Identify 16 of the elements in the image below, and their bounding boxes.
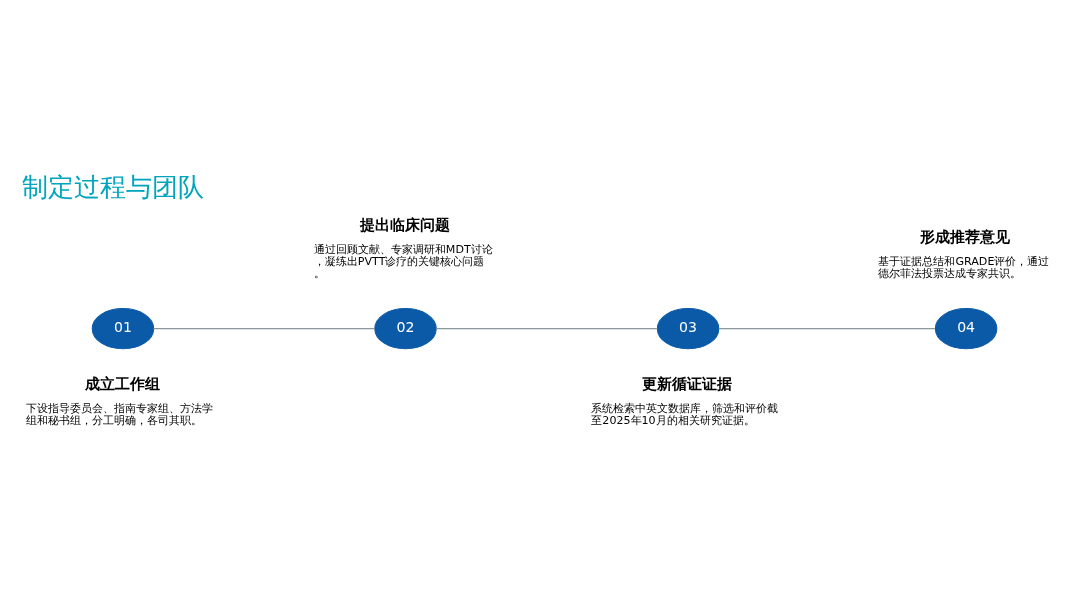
node-ellipse: 04: [934, 308, 998, 350]
connector: [153, 328, 376, 330]
node-label: 更新循证证据: [642, 375, 733, 394]
node-label: 基于证据总结和GRADE评价，通过德尔菲法投票达成专家共识。: [878, 255, 1050, 281]
node-label: 系统检索中英文数据库，筛选和评价截至2025年10月的相关研究证据。: [591, 402, 779, 428]
diagram-title: 制定过程与团队: [21, 172, 204, 203]
connector: [718, 328, 936, 330]
node-ellipse: 03: [656, 308, 720, 350]
node-label: 通过回顾文献、专家调研和MDT讨论，凝练出PVTT诊疗的关键核心问题。: [313, 242, 493, 281]
connector: [435, 328, 658, 330]
node-ellipse: 01: [91, 308, 155, 350]
node-label: 下设指导委员会、指南专家组、方法学组和秘书组，分工明确，各司其职。: [26, 402, 214, 428]
node-label: 形成推荐意见: [920, 228, 1011, 247]
node-label: 成立工作组: [84, 375, 160, 394]
node-ellipse: 02: [374, 308, 437, 350]
node-label: 提出临床问题: [360, 215, 451, 234]
